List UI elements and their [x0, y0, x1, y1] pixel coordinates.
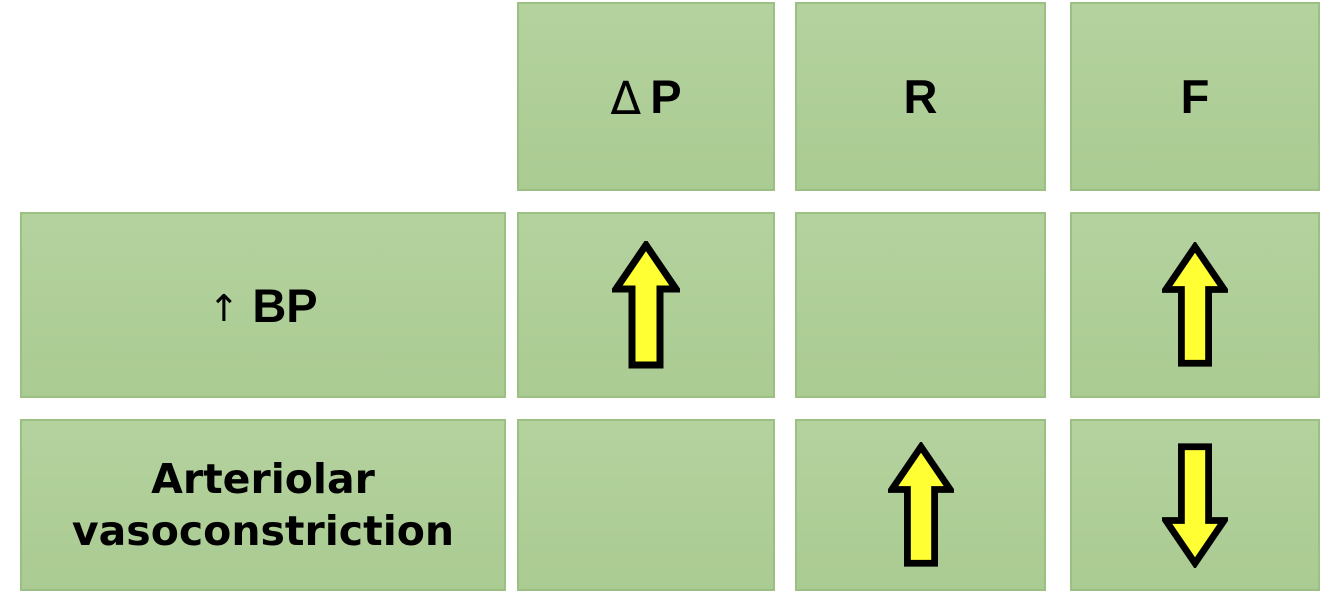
cell-vasoconstriction-delta-p: [517, 419, 775, 591]
row-label-vaso-text: Arteriolar vasoconstriction: [66, 453, 460, 558]
row-label-vaso-line2: vasoconstriction: [71, 507, 455, 555]
row-label-vaso-line1: Arteriolar: [151, 454, 375, 503]
header-cell-f: F: [1070, 2, 1320, 191]
header-cell-r: R: [795, 2, 1046, 191]
row-label-increased-bp: ↑ BP: [20, 212, 506, 398]
down-arrow-icon: [1162, 443, 1228, 568]
row-label-increased-bp-text: ↑ BP: [208, 278, 317, 333]
row-label-bp: BP: [252, 278, 318, 332]
up-arrow-icon: ↑: [208, 286, 240, 330]
cell-increased-bp-r: [795, 212, 1046, 398]
cell-vasoconstriction-r: [795, 419, 1046, 591]
header-corner-cell: [20, 2, 506, 191]
cell-vasoconstriction-f: [1070, 419, 1320, 591]
header-label-delta-p-text: P: [650, 70, 682, 123]
cell-increased-bp-f: [1070, 212, 1320, 398]
row-label-arteriolar-vasoconstriction: Arteriolar vasoconstriction: [20, 419, 506, 591]
up-arrow-icon: [1162, 242, 1228, 367]
header-label-r: R: [903, 70, 938, 123]
delta-icon: Δ: [610, 72, 642, 125]
up-arrow-icon: [612, 241, 680, 369]
up-arrow-icon: [887, 442, 954, 567]
cell-increased-bp-delta-p: [517, 212, 775, 398]
header-label-f: F: [1180, 70, 1210, 123]
